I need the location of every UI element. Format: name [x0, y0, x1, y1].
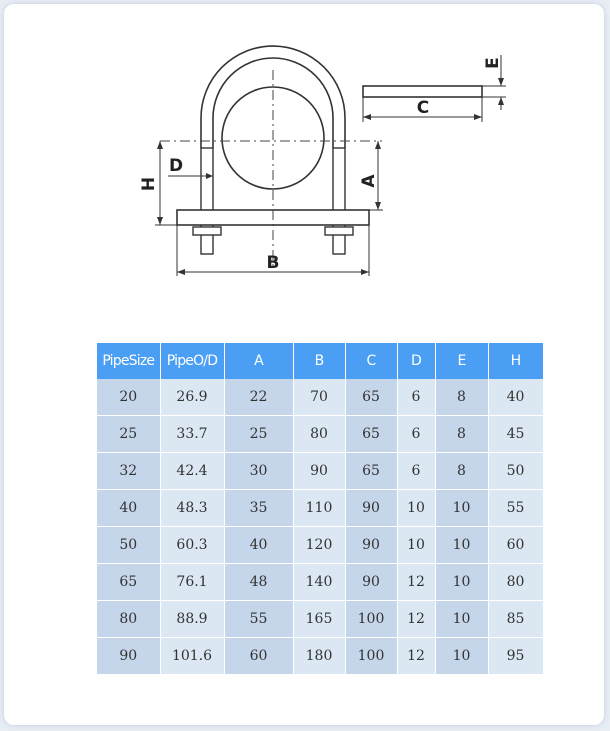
col-header: A	[224, 343, 294, 379]
table-cell: 6	[397, 379, 436, 416]
table-cell: 20	[97, 379, 161, 416]
table-cell: 40	[224, 526, 294, 564]
u-bolt-outer	[200, 45, 346, 148]
table-cell: 65	[345, 415, 398, 453]
table-cell: 12	[397, 563, 436, 601]
table-cell: 12	[397, 600, 436, 638]
nut-left	[192, 226, 222, 236]
table-cell: 165	[293, 600, 346, 638]
table-cell: 90	[97, 637, 161, 675]
table-cell: 48	[224, 563, 294, 601]
table-cell: 55	[488, 489, 544, 527]
table-cell: 101.6	[160, 637, 225, 675]
table-cell: 65	[97, 563, 161, 601]
table-cell: 40	[97, 489, 161, 527]
label-d: D	[169, 156, 183, 176]
table-cell: 40	[488, 379, 544, 416]
bolt-leg-right	[332, 147, 346, 255]
table-cell: 90	[345, 526, 398, 564]
table-cell: 10	[435, 526, 489, 564]
table-cell: 42.4	[160, 452, 225, 490]
col-header: E	[435, 343, 489, 379]
table-cell: 80	[293, 415, 346, 453]
table-cell: 8	[435, 415, 489, 453]
table-cell: 10	[435, 563, 489, 601]
table-cell: 8	[435, 379, 489, 416]
table-cell: 180	[293, 637, 346, 675]
table-cell: 35	[224, 489, 294, 527]
table-cell: 90	[345, 563, 398, 601]
nut-right	[324, 226, 354, 236]
u-bolt-inner	[212, 57, 334, 148]
table-cell: 12	[397, 637, 436, 675]
col-header: C	[345, 343, 398, 379]
table-cell: 45	[488, 415, 544, 453]
table-cell: 10	[397, 489, 436, 527]
table-cell: 6	[397, 415, 436, 453]
table-cell: 22	[224, 379, 294, 416]
table-cell: 33.7	[160, 415, 225, 453]
label-h: H	[139, 177, 159, 191]
table-cell: 60	[224, 637, 294, 675]
table-cell: 10	[435, 489, 489, 527]
table-cell: 55	[224, 600, 294, 638]
table-cell: 60	[488, 526, 544, 564]
table-cell: 50	[488, 452, 544, 490]
table-cell: 76.1	[160, 563, 225, 601]
label-b: B	[267, 253, 280, 273]
table-cell: 80	[488, 563, 544, 601]
table-cell: 110	[293, 489, 346, 527]
table-cell: 90	[345, 489, 398, 527]
table-cell: 10	[435, 637, 489, 675]
label-e: E	[483, 57, 503, 69]
col-header: PipeSize	[97, 343, 161, 379]
table-cell: 80	[97, 600, 161, 638]
table-cell: 95	[488, 637, 544, 675]
table-cell: 88.9	[160, 600, 225, 638]
table-cell: 85	[488, 600, 544, 638]
label-c: C	[417, 98, 429, 118]
washer-plate	[362, 85, 483, 98]
table-cell: 60.3	[160, 526, 225, 564]
table-header-row: PipeSize PipeO/D A B C D E H	[97, 343, 544, 379]
table-cell: 25	[97, 415, 161, 453]
table-cell: 10	[435, 600, 489, 638]
table-cell: 30	[224, 452, 294, 490]
table-cell: 100	[345, 600, 398, 638]
table-cell: 48.3	[160, 489, 225, 527]
table-cell: 70	[293, 379, 346, 416]
col-header: H	[488, 343, 544, 379]
pipe-circle	[221, 86, 325, 190]
table-cell: 50	[97, 526, 161, 564]
table-cell: 100	[345, 637, 398, 675]
table-cell: 10	[397, 526, 436, 564]
col-header: PipeO/D	[160, 343, 225, 379]
table-cell: 120	[293, 526, 346, 564]
table-cell: 65	[345, 379, 398, 416]
table-cell: 6	[397, 452, 436, 490]
col-header: D	[397, 343, 436, 379]
u-bolt-drawing: H D A B C E	[139, 45, 506, 276]
table-cell: 32	[97, 452, 161, 490]
table-cell: 26.9	[160, 379, 225, 416]
label-a: A	[359, 174, 379, 188]
table-cell: 90	[293, 452, 346, 490]
table-cell: 140	[293, 563, 346, 601]
table-cell: 25	[224, 415, 294, 453]
col-header: B	[293, 343, 346, 379]
table-cell: 8	[435, 452, 489, 490]
bolt-leg-left	[200, 147, 214, 255]
table-cell: 65	[345, 452, 398, 490]
